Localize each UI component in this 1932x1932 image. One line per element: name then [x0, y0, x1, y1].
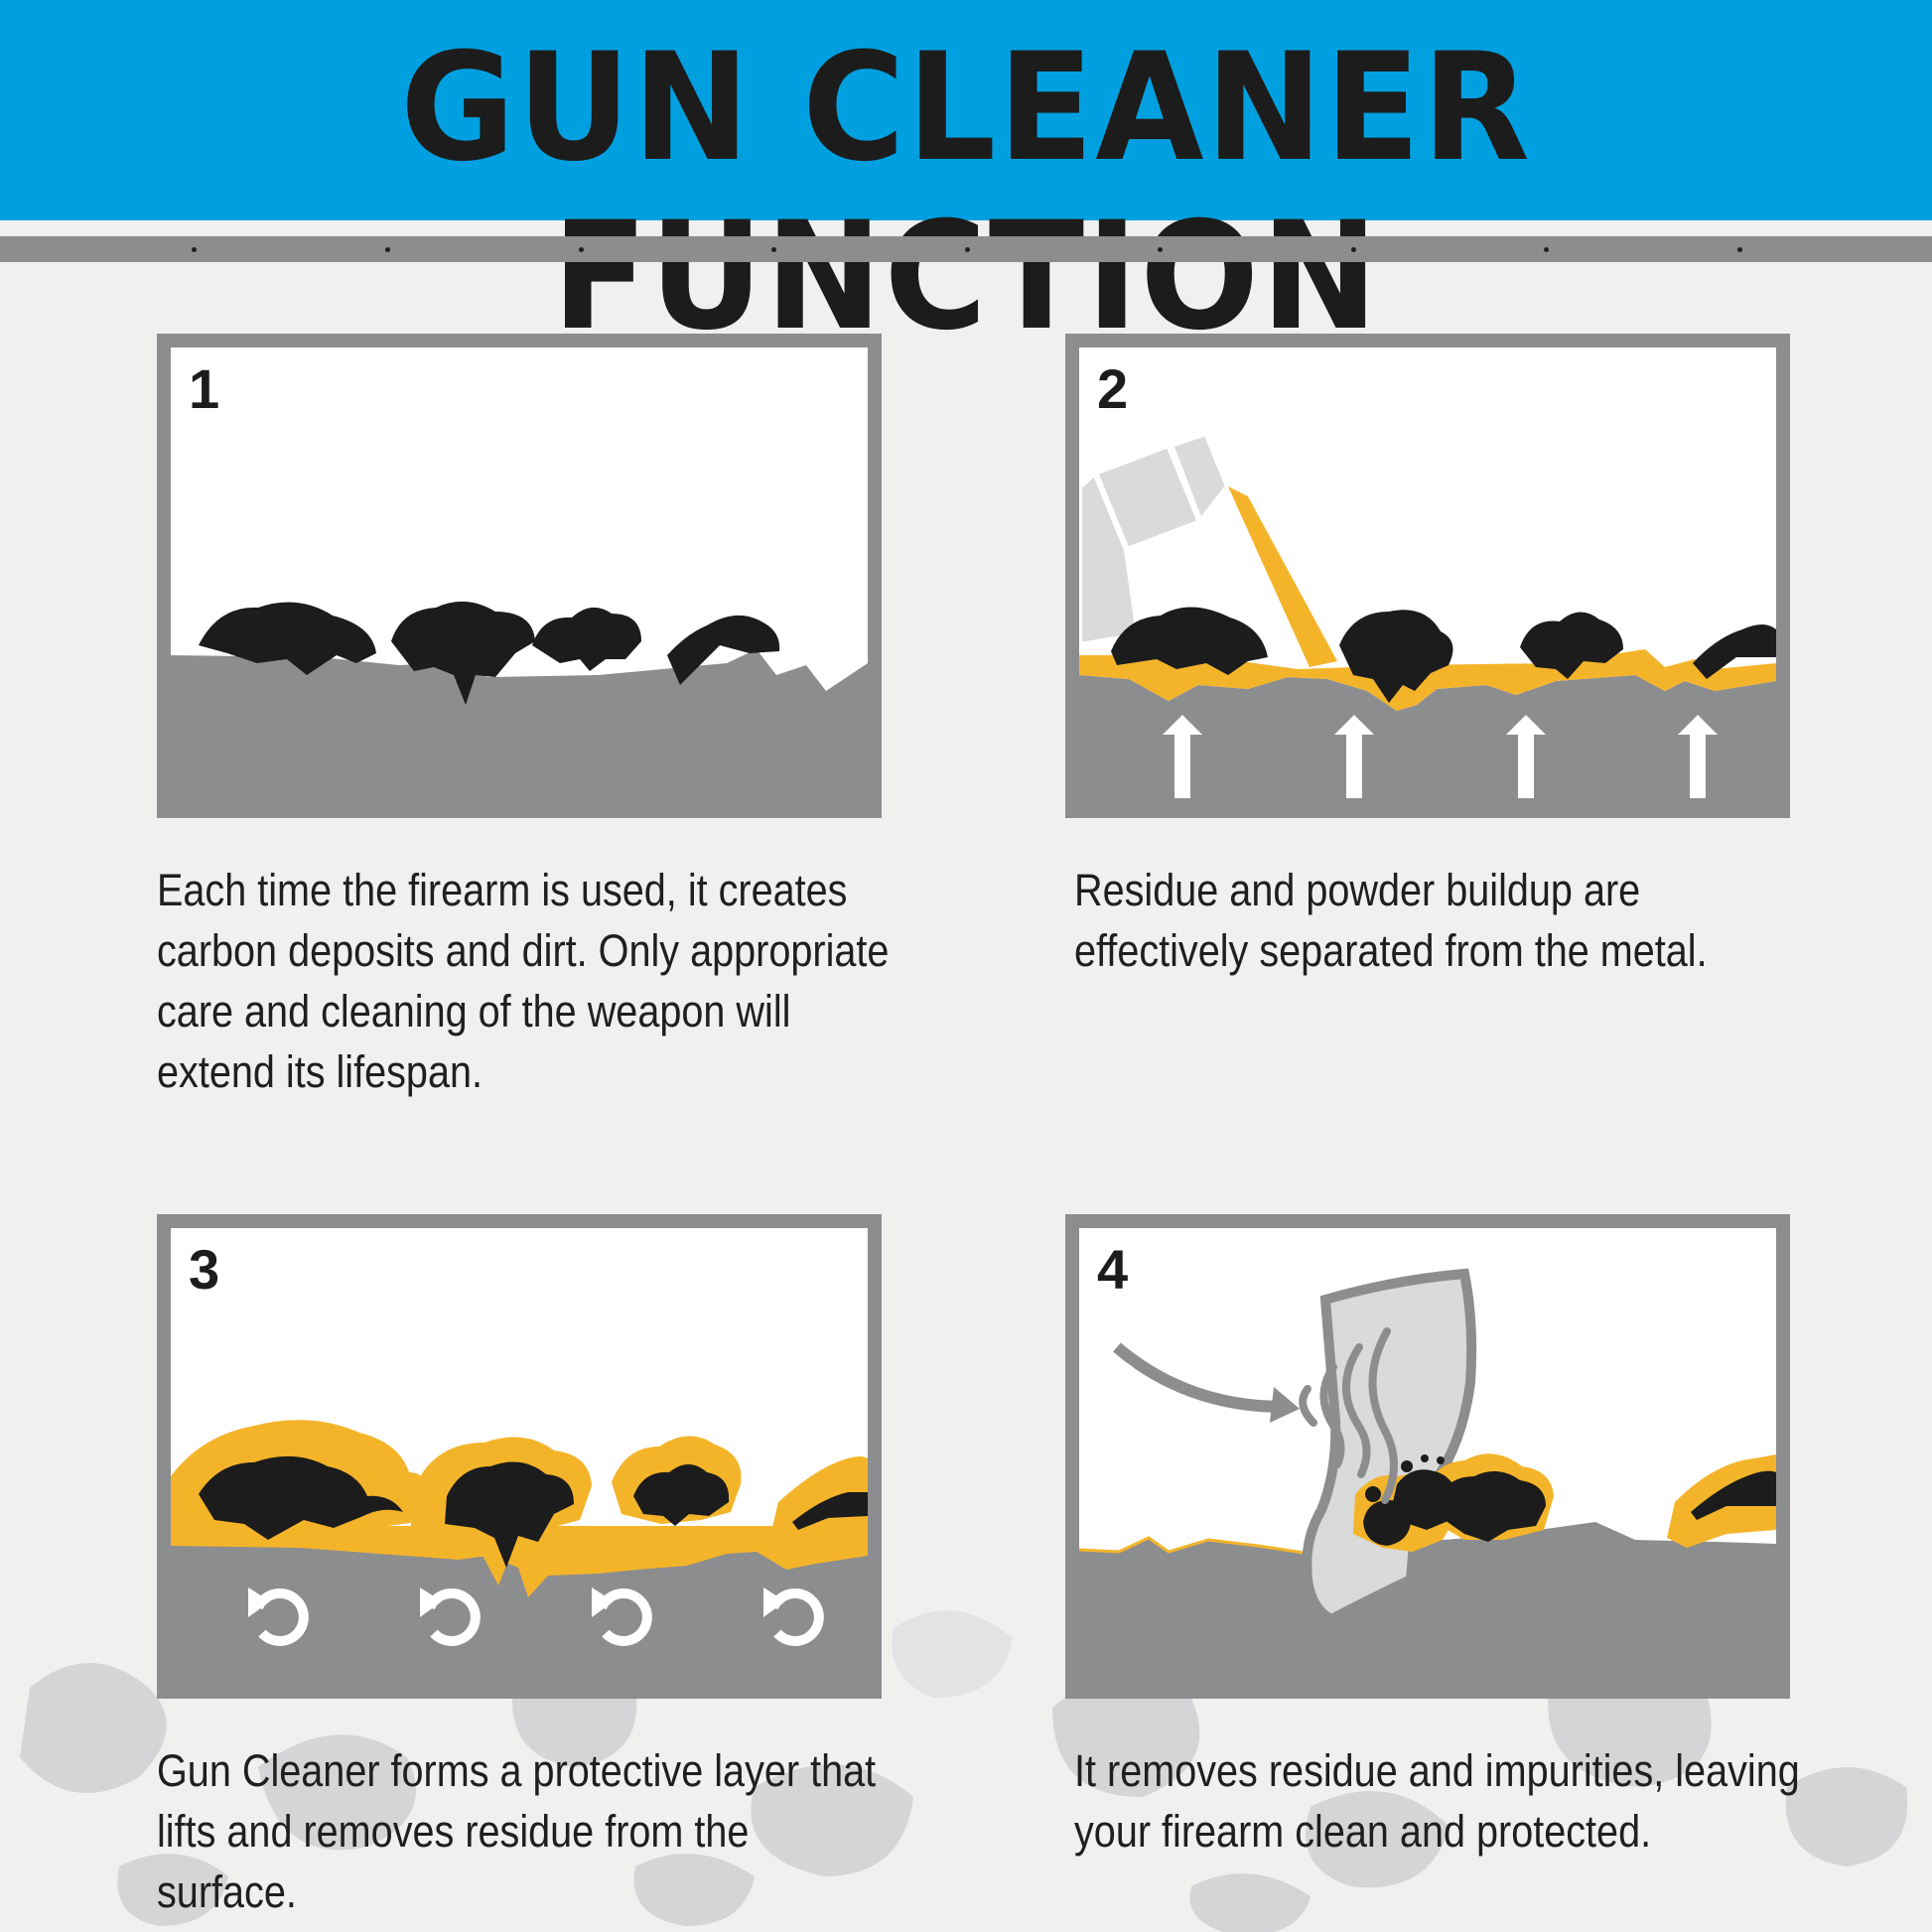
- rivet: [385, 247, 390, 252]
- metal-surface: [171, 649, 868, 804]
- step-3-illustration: [171, 1420, 868, 1685]
- swipe-arrow-icon: [1113, 1342, 1285, 1413]
- cleaner-layer: [1079, 649, 1776, 711]
- rivet: [192, 247, 197, 252]
- page-title: GUN CLEANER FUNCTION: [400, 22, 1532, 363]
- step-number: 4: [1097, 1238, 1129, 1301]
- spray-stream: [1228, 486, 1337, 667]
- rivet: [965, 247, 970, 252]
- metal-surface: [1079, 675, 1776, 804]
- step-4-illustration: [1079, 1268, 1776, 1685]
- rail-divider: [0, 236, 1932, 262]
- step-1-panel: 1: [157, 334, 882, 818]
- step-number: 1: [189, 357, 220, 420]
- rivet: [1737, 247, 1742, 252]
- rivet: [771, 247, 776, 252]
- carbon-deposits: [199, 601, 780, 705]
- rotate-arrow-icon: [253, 1587, 824, 1646]
- step-1-illustration: [171, 601, 868, 804]
- step-1-caption: Each time the firearm is used, it create…: [157, 865, 890, 1097]
- metal-surface: [1079, 1522, 1776, 1685]
- rivet: [1351, 247, 1356, 252]
- step-3-panel: 3: [157, 1214, 882, 1699]
- carbon-deposits: [199, 1455, 868, 1568]
- step-2-caption: Residue and powder buildup are effective…: [1074, 865, 1708, 976]
- step-4-panel: 4: [1065, 1214, 1790, 1699]
- metal-surface: [171, 1542, 868, 1685]
- step-4-caption: It removes residue and impurities, leavi…: [1074, 1745, 1800, 1857]
- step-number: 2: [1097, 357, 1129, 420]
- step-2-illustration: [1079, 429, 1776, 804]
- arrow-up-icon: [1163, 715, 1718, 798]
- rivet: [579, 247, 584, 252]
- step-3-caption: Gun Cleaner forms a protective layer tha…: [157, 1745, 877, 1917]
- swipe-arrowhead: [1270, 1387, 1300, 1423]
- rivet: [1544, 247, 1549, 252]
- step-number: 3: [189, 1238, 220, 1301]
- header-banner: GUN CLEANER FUNCTION: [0, 0, 1932, 361]
- rivet: [1158, 247, 1163, 252]
- step-2-panel: 2: [1065, 334, 1790, 818]
- carbon-deposits: [1363, 1454, 1776, 1546]
- motion-lines: [1299, 1327, 1398, 1504]
- rotate-arrowhead: [248, 1587, 785, 1617]
- carbon-deposits: [1111, 607, 1776, 703]
